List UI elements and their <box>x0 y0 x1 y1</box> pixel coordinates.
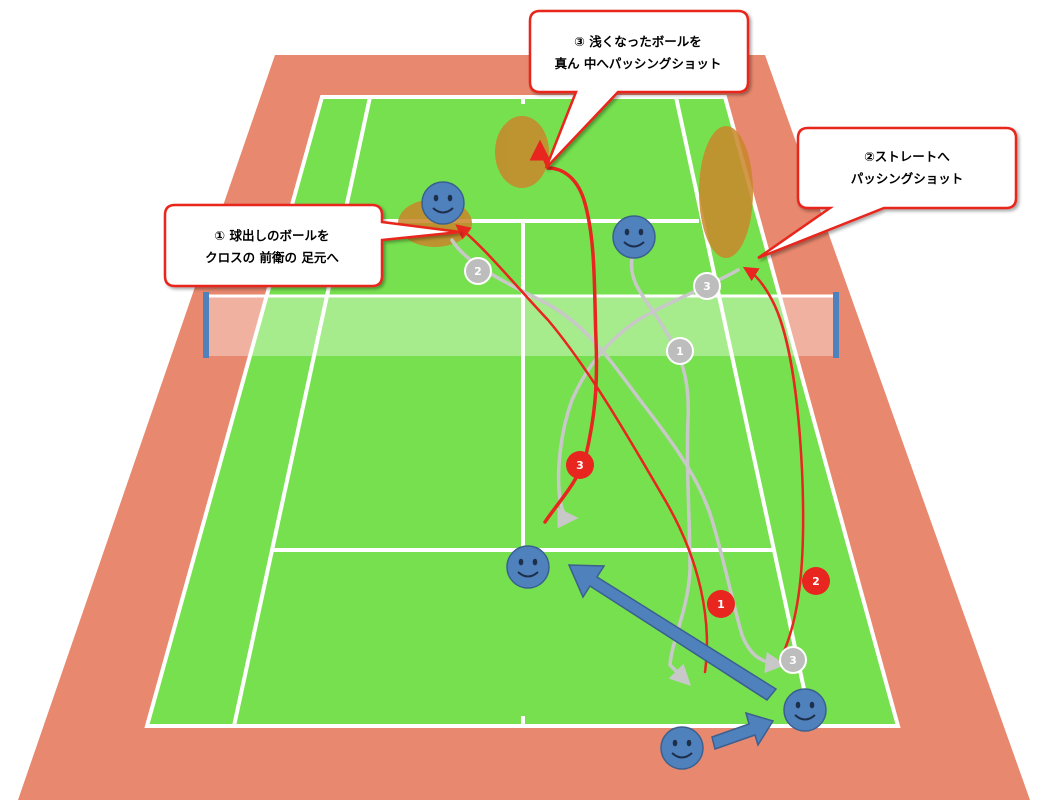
tennis-net <box>203 292 839 358</box>
move-arrow-large <box>567 564 778 701</box>
callout-1: ① 球出しのボールを クロスの 前衛の 足元へ <box>163 203 461 288</box>
callout-3: ③ 浅くなったボールを 真ん 中へパッシングショット <box>528 9 750 169</box>
gray-marker-3-top: 3 <box>703 280 711 293</box>
net-post-left <box>203 292 209 358</box>
callout-1-line2: クロスの 前衛の 足元へ <box>205 250 339 265</box>
gray-path-2 <box>450 238 787 674</box>
red-markers: 3 1 2 <box>566 451 830 618</box>
gray-path-3 <box>556 268 740 529</box>
smiley-face-icon <box>612 215 656 259</box>
callout-2: ②ストレートへ パッシングショット <box>757 126 1018 260</box>
gray-ball-paths <box>450 238 787 686</box>
gray-marker-1: 1 <box>676 345 684 358</box>
net-post-right <box>833 292 839 358</box>
red-marker-3: 3 <box>576 459 584 472</box>
movement-arrows <box>567 564 778 750</box>
callout-2-line1: ②ストレートへ <box>864 149 950 164</box>
red-path-2 <box>742 266 805 662</box>
smiley-face-icon <box>783 688 827 732</box>
smiley-face-icon <box>506 545 550 589</box>
red-path-1 <box>455 224 709 674</box>
move-arrow-small <box>711 711 775 750</box>
gray-marker-3-bottom: 3 <box>789 654 797 667</box>
red-marker-1: 1 <box>717 598 725 611</box>
callout-2-line2: パッシングショット <box>851 171 964 186</box>
players <box>421 181 827 770</box>
red-marker-2: 2 <box>812 575 820 588</box>
gray-marker-2: 2 <box>474 265 482 278</box>
callout-3-line1: ③ 浅くなったボールを <box>574 34 701 49</box>
gray-markers: 2 3 1 3 <box>464 257 807 674</box>
target-zone-middle <box>495 116 549 188</box>
callout-1-line1: ① 球出しのボールを <box>215 228 330 243</box>
smiley-face-icon <box>660 726 704 770</box>
smiley-face-icon <box>421 181 465 225</box>
callout-3-line2: 真ん 中へパッシングショット <box>555 56 722 71</box>
target-zone-straight <box>699 126 753 258</box>
